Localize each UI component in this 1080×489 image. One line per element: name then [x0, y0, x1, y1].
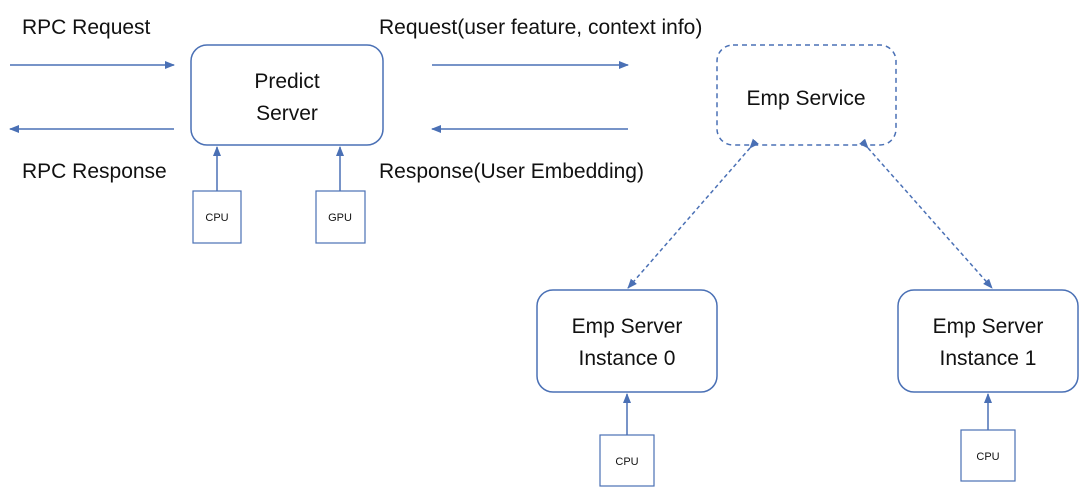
emp-server-instance0-line2: Instance 0	[579, 347, 676, 370]
emp-server-instance0-line1: Emp Server	[572, 315, 683, 338]
instance0-cpu-node: CPU	[599, 434, 655, 487]
emp-server-instance1-node: Emp Server Instance 1	[897, 289, 1079, 393]
instance1-cpu-node: CPU	[960, 429, 1016, 482]
response-info-label: Response(User Embedding)	[379, 160, 644, 183]
rpc-request-label: RPC Request	[22, 16, 151, 39]
predict-server-label-line1: Predict	[254, 70, 320, 93]
emp-service-node: Emp Service	[716, 44, 897, 146]
rpc-response-label: RPC Response	[22, 160, 167, 183]
predict-server-label-line2: Server	[256, 102, 318, 125]
request-info-label: Request(user feature, context info)	[379, 16, 702, 39]
instance0-cpu-label: CPU	[615, 456, 638, 468]
predict-cpu-node: CPU	[192, 190, 242, 244]
predict-gpu-node: GPU	[315, 190, 366, 244]
predict-cpu-label: CPU	[205, 212, 228, 224]
emp-service-label: Emp Service	[746, 87, 865, 110]
service-to-instance1-link	[859, 138, 993, 289]
predict-gpu-label: GPU	[328, 212, 352, 224]
emp-server-instance0-node: Emp Server Instance 0	[536, 289, 718, 393]
service-to-instance0-link	[627, 138, 759, 289]
predict-server-node: Predict Server	[190, 44, 384, 146]
emp-server-instance1-line1: Emp Server	[933, 315, 1044, 338]
instance1-cpu-label: CPU	[976, 451, 999, 463]
emp-server-instance1-line2: Instance 1	[940, 347, 1037, 370]
